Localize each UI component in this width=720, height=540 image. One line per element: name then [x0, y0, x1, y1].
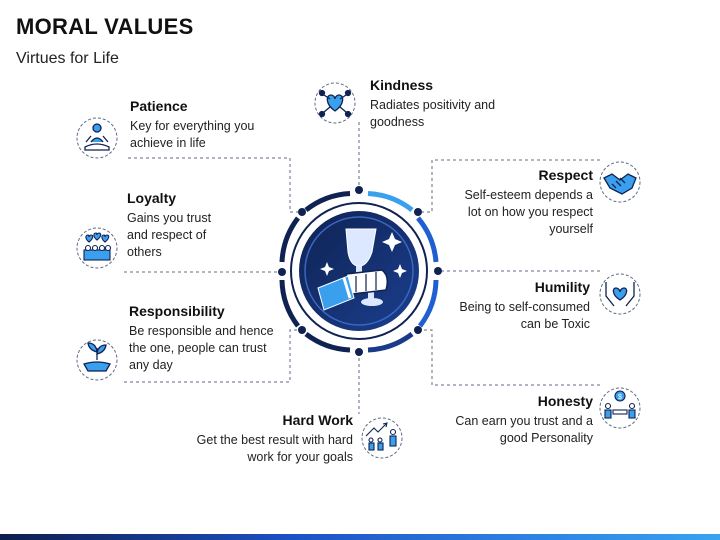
outer-ring [279, 191, 439, 353]
item-loyalty: Loyalty Gains you trust and respect of o… [127, 190, 227, 261]
connector-lines [124, 122, 600, 414]
item-patience-desc: Key for everything you achieve in life [130, 119, 255, 150]
item-respect-desc: Self-esteem depends a lot on how you res… [464, 188, 593, 236]
meditation-icon [84, 123, 110, 151]
item-honesty-title: Honesty [537, 393, 593, 409]
item-hardwork: Hard Work Get the best result with hard … [188, 412, 353, 466]
plant-hand-icon [83, 342, 111, 372]
item-respect: Respect Self-esteem depends a lot on how… [448, 167, 593, 238]
loyal-crowd-icon [83, 232, 112, 261]
item-honesty: Honesty Can earn you trust and a good Pe… [448, 393, 593, 447]
item-responsibility-title: Responsibility [129, 303, 225, 319]
trophy-hand-icon [317, 228, 407, 311]
item-responsibility: Responsibility Be responsible and hence … [129, 303, 279, 374]
item-hardwork-desc: Get the best result with hard work for y… [196, 433, 353, 464]
item-humility-desc: Being to self-consumed can be Toxic [459, 300, 590, 331]
item-kindness: Kindness Radiates positivity and goodnes… [370, 77, 510, 131]
item-humility: Humility Being to self-consumed can be T… [455, 279, 590, 333]
item-kindness-desc: Radiates positivity and goodness [370, 98, 496, 129]
connector-responsibility [124, 329, 302, 383]
connector-dots [278, 186, 442, 356]
svg-text:$: $ [618, 394, 622, 401]
page-subtitle: Virtues for Life [16, 50, 119, 67]
connector-patience [128, 157, 302, 213]
item-humility-title: Humility [534, 279, 590, 295]
page-title: MORAL VALUES [16, 14, 194, 39]
bottom-accent-bar [0, 534, 720, 540]
hands-heart-icon [605, 282, 635, 307]
item-responsibility-desc: Be responsible and hence the one, people… [129, 324, 274, 372]
item-patience: Patience Key for everything you achieve … [130, 98, 280, 152]
item-honesty-desc: Can earn you trust and a good Personalit… [455, 414, 593, 445]
item-loyalty-title: Loyalty [127, 190, 177, 206]
item-loyalty-desc: Gains you trust and respect of others [127, 211, 212, 259]
handshake-icon [603, 173, 637, 195]
honest-deal-icon: $ [604, 390, 636, 419]
heart-network-icon [318, 89, 352, 118]
connector-respect [418, 159, 600, 213]
item-kindness-title: Kindness [370, 77, 434, 93]
connector-honesty [418, 329, 600, 386]
item-patience-title: Patience [130, 98, 188, 114]
growth-family-icon [365, 422, 397, 451]
item-hardwork-title: Hard Work [282, 412, 353, 428]
item-respect-title: Respect [538, 167, 593, 183]
